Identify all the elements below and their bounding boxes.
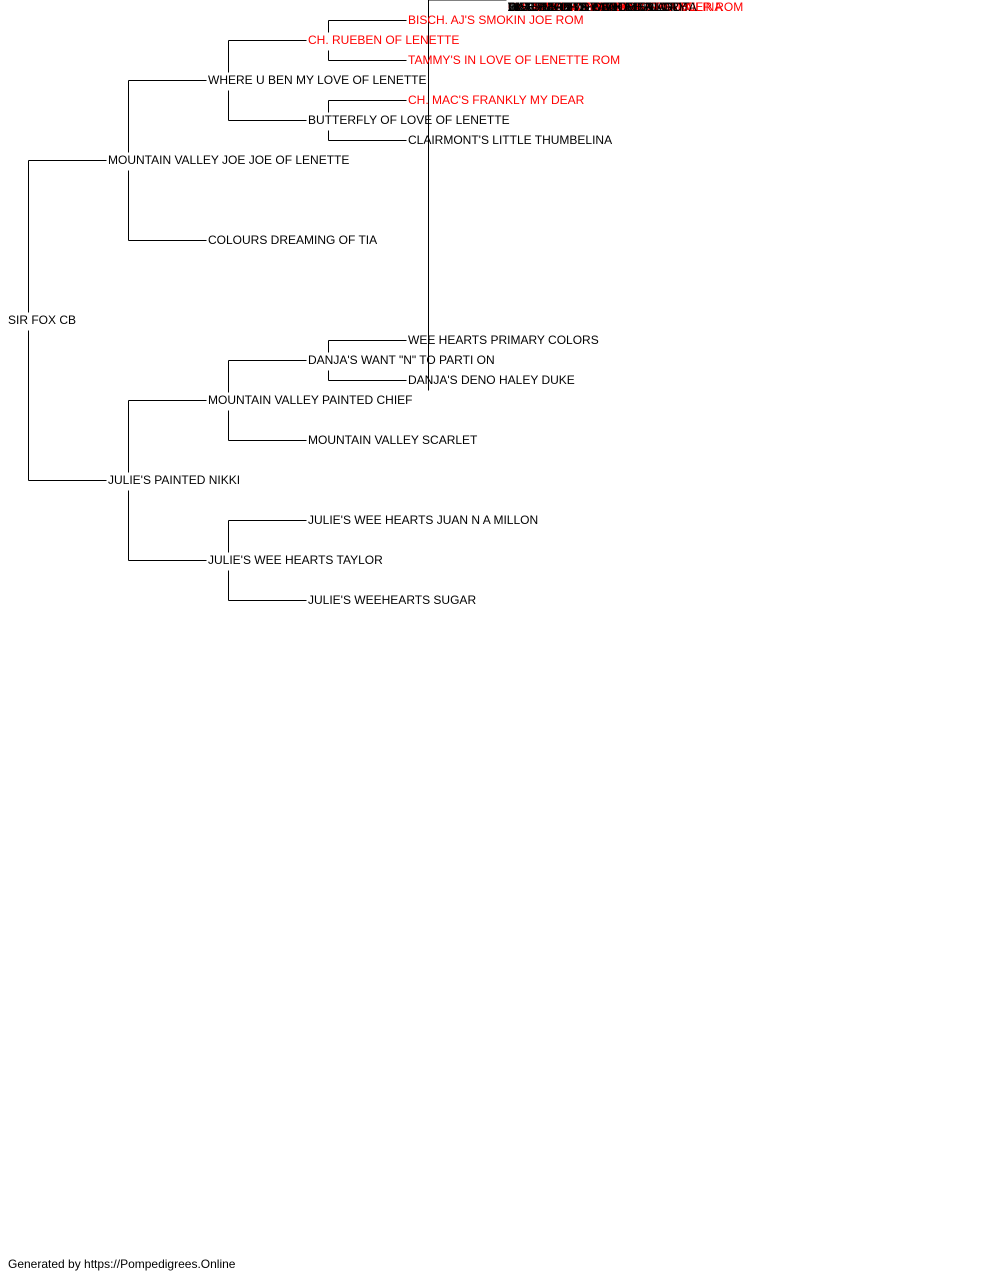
ancestor-name: JULIE'S WEE HEARTS JUAN N A MILLON [308,513,539,527]
ancestor-name: CH. CLAIRMONT'S MAX IN CAROLINA [508,0,723,14]
ancestor-name: CH. MAC'S SOMETHING SPECIAL [508,0,699,14]
ancestor-name: TAMMY'S IN LOVE OF LENETTE ROM [408,53,621,67]
ancestor-name: JULIE'S WEE HEARTS TAYLOR [208,553,383,567]
ancestor-name: DANJA'S DIVA WITH A HALO [508,0,668,14]
ancestor-name: WEE HEARTS PRIMARY COLORS [408,333,599,347]
ancestor-name: MOUNTAIN VALLEY SCARLET [308,433,478,447]
ancestor-name: MOUNTAIN VALLEY JOE JOE OF LENETTE [108,153,350,167]
ancestor-name: WHERE U BEN MY LOVE OF LENETTE [208,73,427,87]
ancestor-name: CH. RUEBEN OF LENETTE [308,33,460,47]
ancestor-name: CLAIRMONT'S CAROLINA LOLITA [508,0,697,14]
subject-dog-name: SIR FOX CB [8,313,77,327]
ancestor-name: BISCH. AJ'S SMOKIN JOE ROM [408,13,584,27]
ancestor-name: ANGELA OF LENETTE [508,0,634,14]
ancestor-name: BUTTERFLY OF LOVE OF LENETTE [308,113,510,127]
ancestor-name: CH. JANESA'S MAXX-FACTOR [508,0,679,14]
ancestor-name: DAYSTARZ TOY SOLDIER [508,0,654,14]
ancestor-name: A J'S CATCH A FALLING STAR [508,0,676,14]
ancestor-name: JULIE'S PAINTED NIKKI [108,473,241,487]
ancestor-name: COLOURS DREAMING OF TIA [208,233,378,247]
ancestor-name: CH. APPLE'S TRAVELING RAMBLER ROM [508,0,744,14]
ancestor-name: MOUNTAIN VALLEY PAINTED CHIEF [208,393,413,407]
ancestor-name: JULIE'S WEEHEARTS SUGAR [308,593,477,607]
ancestor-name: WEE HEART'S COLOR GUARD [508,0,683,14]
ancestor-name: CLAIRMONT'S LITTLE THUMBELINA [408,133,613,147]
ancestor-name: DANJA'S WANT "N" TO PARTI ON [308,353,495,367]
ancestor-name: WEE HEARTS PAINTED GLORY [508,0,687,14]
generated-by-footer: Generated by https://Pompedigrees.Online [8,1257,236,1271]
ancestor-name: DANJA'S DENO HALEY DUKE [408,373,575,387]
ancestor-name: MAC'S JOY OF LIFE [508,0,621,14]
ancestor-name: CH. MAC'S FRANKLY MY DEAR [408,93,585,107]
